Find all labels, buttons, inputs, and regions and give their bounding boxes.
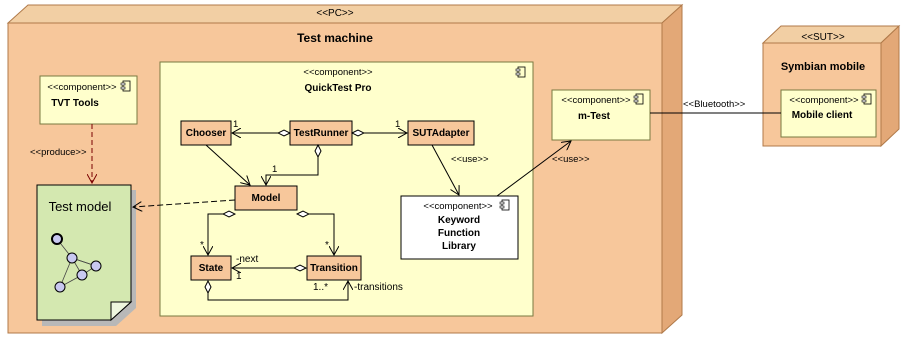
mult-chooser: 1 bbox=[233, 119, 238, 130]
graph-node bbox=[54, 281, 66, 293]
mult-state-star: * bbox=[200, 240, 204, 251]
chooser-model-dependency[interactable] bbox=[205, 144, 250, 185]
class-testrunner-name: TestRunner bbox=[294, 128, 349, 139]
produce-label: <<produce>> bbox=[30, 147, 87, 158]
mult-transition-star: * bbox=[325, 240, 329, 251]
sut-node-stereotype: <<SUT>> bbox=[801, 32, 845, 43]
model-transition-association[interactable] bbox=[297, 214, 334, 255]
component-icon bbox=[633, 93, 644, 105]
quicktest-pro-name: QuickTest Pro bbox=[304, 83, 371, 94]
bluetooth-label: <<Bluetooth>> bbox=[683, 99, 746, 110]
pc-node-side bbox=[661, 3, 683, 335]
graph-start-node bbox=[51, 233, 63, 245]
component-icon bbox=[120, 80, 131, 92]
use-mtest-label: <<use>> bbox=[552, 154, 590, 165]
keyword-library-name-line-1: Keyword bbox=[438, 215, 480, 226]
class-sutadapter-name: SUTAdapter bbox=[412, 128, 469, 139]
mobile-client-stereotype: <<component>> bbox=[789, 95, 859, 106]
component-icon bbox=[861, 93, 872, 105]
mult-sutadapter: 1 bbox=[395, 119, 400, 130]
mult-model: 1 bbox=[272, 164, 277, 175]
transitions-role-label: -transitions bbox=[354, 282, 403, 293]
pc-node-name: Test machine bbox=[297, 31, 373, 45]
mobile-client-component[interactable]: <<component>> Mobile client bbox=[780, 89, 877, 138]
next-mult-label: 1 bbox=[236, 271, 242, 282]
class-state[interactable]: State bbox=[190, 255, 232, 281]
graph-node bbox=[90, 260, 102, 272]
tvt-tools-component[interactable]: <<component>> TVT Tools bbox=[39, 75, 138, 125]
keyword-library-name-line-3: Library bbox=[442, 241, 476, 252]
pc-node-stereotype: <<PC>> bbox=[316, 8, 353, 19]
m-test-name: m-Test bbox=[578, 111, 611, 122]
graph-node bbox=[66, 252, 78, 264]
m-test-component[interactable]: <<component>> m-Test bbox=[551, 89, 651, 141]
transitions-mult-label: 1..* bbox=[313, 282, 328, 293]
component-icon bbox=[499, 199, 510, 211]
next-role-label: -next bbox=[236, 254, 258, 265]
test-model-artifact[interactable]: Test model bbox=[36, 184, 136, 326]
class-transition-name: Transition bbox=[310, 263, 358, 274]
tvt-tools-name: TVT Tools bbox=[51, 98, 99, 109]
sut-node-name: Symbian mobile bbox=[781, 61, 865, 73]
keyword-function-library-component[interactable]: <<component>> Keyword Function Library bbox=[400, 195, 519, 260]
class-model[interactable]: Model bbox=[234, 185, 298, 211]
class-testrunner[interactable]: TestRunner bbox=[289, 120, 353, 146]
state-transitions-association[interactable] bbox=[208, 281, 348, 301]
keyword-library-name-line-2: Function bbox=[438, 228, 480, 239]
class-state-name: State bbox=[199, 263, 224, 274]
quicktest-pro-stereotype: <<component>> bbox=[303, 67, 373, 78]
artifact-folded-corner bbox=[110, 301, 133, 322]
use-sutadapter-label: <<use>> bbox=[451, 154, 489, 165]
graph-icon bbox=[51, 233, 102, 293]
testrunner-model-association[interactable] bbox=[266, 145, 318, 185]
component-icon bbox=[515, 66, 526, 78]
class-chooser[interactable]: Chooser bbox=[180, 120, 232, 146]
class-sutadapter[interactable]: SUTAdapter bbox=[407, 120, 475, 146]
class-model-name: Model bbox=[252, 193, 281, 204]
sut-node-side bbox=[880, 24, 900, 148]
graph-node bbox=[76, 269, 88, 281]
class-chooser-name: Chooser bbox=[186, 128, 227, 139]
keyword-library-use-dependency[interactable] bbox=[496, 141, 571, 197]
class-transition[interactable]: Transition bbox=[306, 255, 362, 281]
keyword-library-stereotype: <<component>> bbox=[423, 201, 493, 212]
tvt-tools-stereotype: <<component>> bbox=[47, 82, 117, 93]
sutadapter-use-dependency[interactable] bbox=[431, 144, 459, 195]
model-to-test-model-dependency[interactable] bbox=[133, 199, 236, 207]
test-model-name: Test model bbox=[49, 199, 112, 214]
mobile-client-name: Mobile client bbox=[792, 110, 853, 121]
model-state-association[interactable] bbox=[208, 214, 235, 255]
m-test-stereotype: <<component>> bbox=[561, 95, 631, 106]
